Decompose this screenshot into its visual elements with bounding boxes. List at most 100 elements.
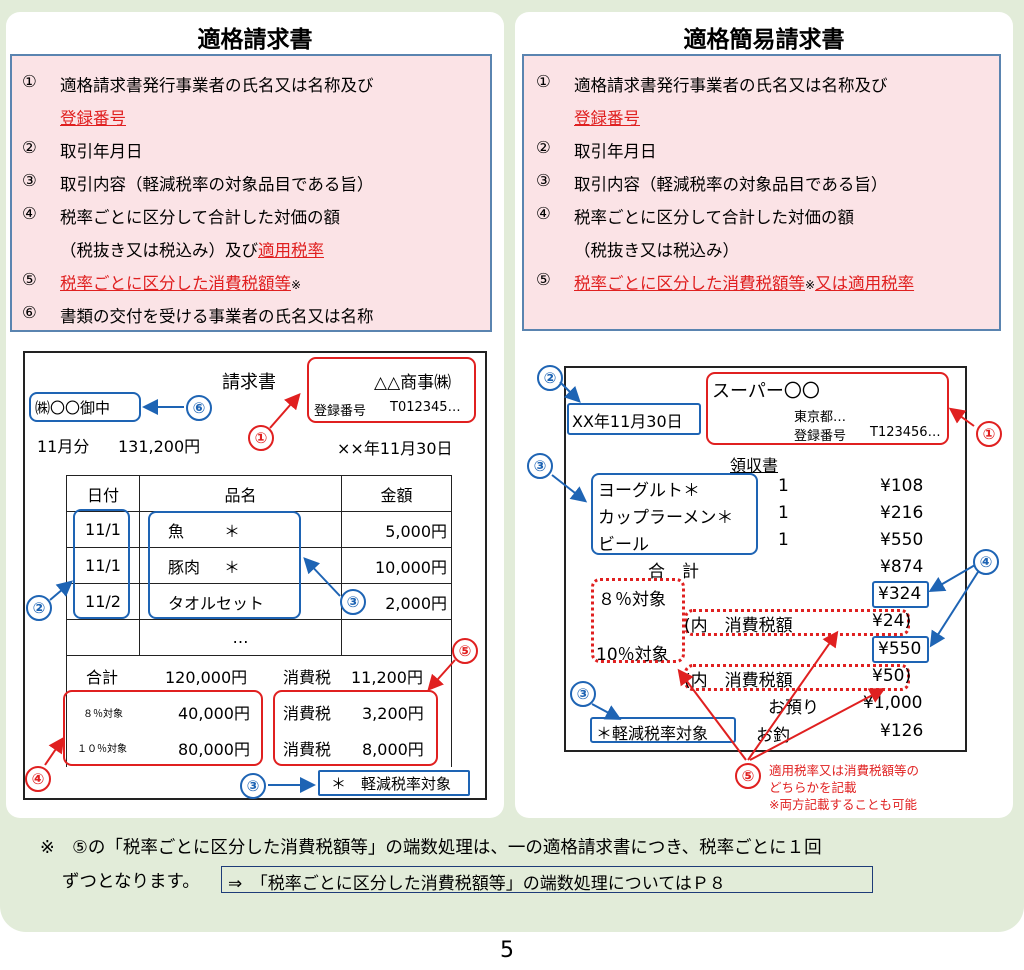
- marker-5-right: ⑤: [735, 763, 761, 789]
- item1-qty: 1: [778, 476, 789, 496]
- r8-tax-dotted-box: [684, 609, 910, 636]
- rate10-amount: 80,000円: [178, 740, 250, 759]
- row-ellipsis: …: [139, 619, 342, 656]
- left-title: 適格請求書: [197, 27, 313, 53]
- r8-amount: ¥324: [878, 584, 922, 604]
- store-reg-label: 登録番号: [794, 429, 847, 444]
- tax-breakdown-box: [273, 690, 438, 766]
- item3-name: ビール: [598, 535, 649, 555]
- change: ¥126: [880, 721, 924, 741]
- tax8-label: 消費税: [283, 704, 332, 723]
- tax-total-label: 消費税: [283, 668, 332, 687]
- invoice-heading: 請求書: [222, 372, 276, 393]
- col-item-header: 品名: [139, 475, 342, 512]
- tax10-label: 消費税: [283, 740, 332, 759]
- item3-price: ¥550: [880, 530, 924, 550]
- total-amount: 120,000円: [165, 668, 248, 687]
- marker-4-left: ④: [25, 766, 51, 792]
- store-reg-no: T123456…: [870, 425, 941, 440]
- footnote-line-2: ずつとなります。: [62, 872, 200, 892]
- issuer-reg-label: 登録番号: [314, 404, 367, 419]
- r8-tax: ¥24): [872, 611, 912, 631]
- callout-line-1: 適用税率又は消費税額等の: [769, 763, 920, 778]
- r10-amount-box: [872, 636, 929, 663]
- r10-tax-label: (内 消費税額: [684, 671, 793, 691]
- item-column-box: [148, 511, 301, 619]
- reduced-rate-note: ＊ 軽減税率対象: [331, 775, 452, 793]
- invoice-amount: 131,200円: [118, 437, 201, 456]
- receipt-date-box: [567, 403, 701, 435]
- customer-box: [29, 392, 141, 422]
- footnote-line-1: ※ ⑤の「税率ごとに区分した消費税額等」の端数処理は、一の適格請求書につき、税率…: [40, 838, 822, 858]
- item3-qty: 1: [778, 530, 789, 550]
- invoice-date: ××年11月30日: [337, 439, 453, 458]
- marker-3-right-note: ③: [570, 681, 596, 707]
- receipt-total: ¥874: [880, 557, 924, 577]
- store-box: [706, 372, 949, 445]
- receipt-total-label: 合 計: [648, 562, 699, 582]
- tax-total: 11,200円: [351, 668, 423, 687]
- footnote-link[interactable]: ⇒ 「税率ごとに区分した消費税額等」の端数処理についてはＰ８: [228, 874, 726, 894]
- right-req-4b: （税抜き又は税込み）: [574, 241, 739, 260]
- issuer-box: [307, 357, 476, 423]
- callout-line-3: ※両方記載することも可能: [769, 797, 917, 812]
- receipt-reduced-note-box: [590, 717, 736, 743]
- marker-5-left: ⑤: [452, 638, 478, 664]
- tax8-amount: 3,200円: [362, 704, 424, 723]
- marker-4-right: ④: [973, 549, 999, 575]
- total-label: 合計: [86, 668, 119, 687]
- tax10-amount: 8,000円: [362, 740, 424, 759]
- r10-tax: ¥50): [872, 666, 912, 686]
- item2-price: ¥216: [880, 503, 924, 523]
- change-label: お釣: [756, 726, 790, 746]
- item1-price: ¥108: [880, 476, 924, 496]
- rate-breakdown-box: [63, 690, 263, 766]
- receipt-date: XX年11月30日: [572, 412, 683, 431]
- issuer-reg-no: T012345…: [390, 400, 461, 415]
- marker-6-left: ⑥: [186, 395, 212, 421]
- rate8-label: ８％対象: [83, 709, 123, 720]
- item2-name: カップラーメン＊: [598, 508, 734, 528]
- page-number: 5: [500, 938, 514, 963]
- rate-labels-dotted-box: [591, 578, 685, 663]
- left-req-4b: （税抜き又は税込み）及び適用税率: [60, 241, 324, 260]
- issuer-name: △△商事㈱: [374, 373, 452, 393]
- item2-qty: 1: [778, 503, 789, 523]
- marker-2-right: ②: [537, 365, 563, 391]
- r8-tax-label: (内 消費税額: [684, 616, 793, 636]
- row2-amount: 10,000円: [341, 547, 452, 584]
- customer-name: ㈱〇〇御中: [35, 399, 111, 417]
- store-address: 東京都…: [794, 410, 847, 425]
- store-name: スーパー〇〇: [712, 381, 820, 402]
- marker-2-left: ②: [26, 595, 52, 621]
- invoice-period: 11月分: [37, 437, 90, 456]
- r8-label: ８％対象: [598, 590, 666, 610]
- callout-line-2: どちらかを記載: [769, 780, 857, 795]
- footnote-link-box[interactable]: [221, 866, 873, 893]
- marker-3-left-note: ③: [240, 773, 266, 799]
- r8-amount-box: [872, 581, 929, 608]
- left-req-1-regno: 登録番号: [60, 109, 126, 128]
- receipt-reduced-note: ＊軽減税率対象: [596, 724, 709, 743]
- reduced-rate-note-box: [318, 770, 470, 796]
- marker-1-left: ①: [248, 425, 274, 451]
- row1-date: 11/1: [66, 511, 140, 548]
- r10-amount: ¥550: [878, 639, 922, 659]
- date-column-box: [73, 509, 130, 619]
- right-title: 適格簡易請求書: [683, 27, 845, 53]
